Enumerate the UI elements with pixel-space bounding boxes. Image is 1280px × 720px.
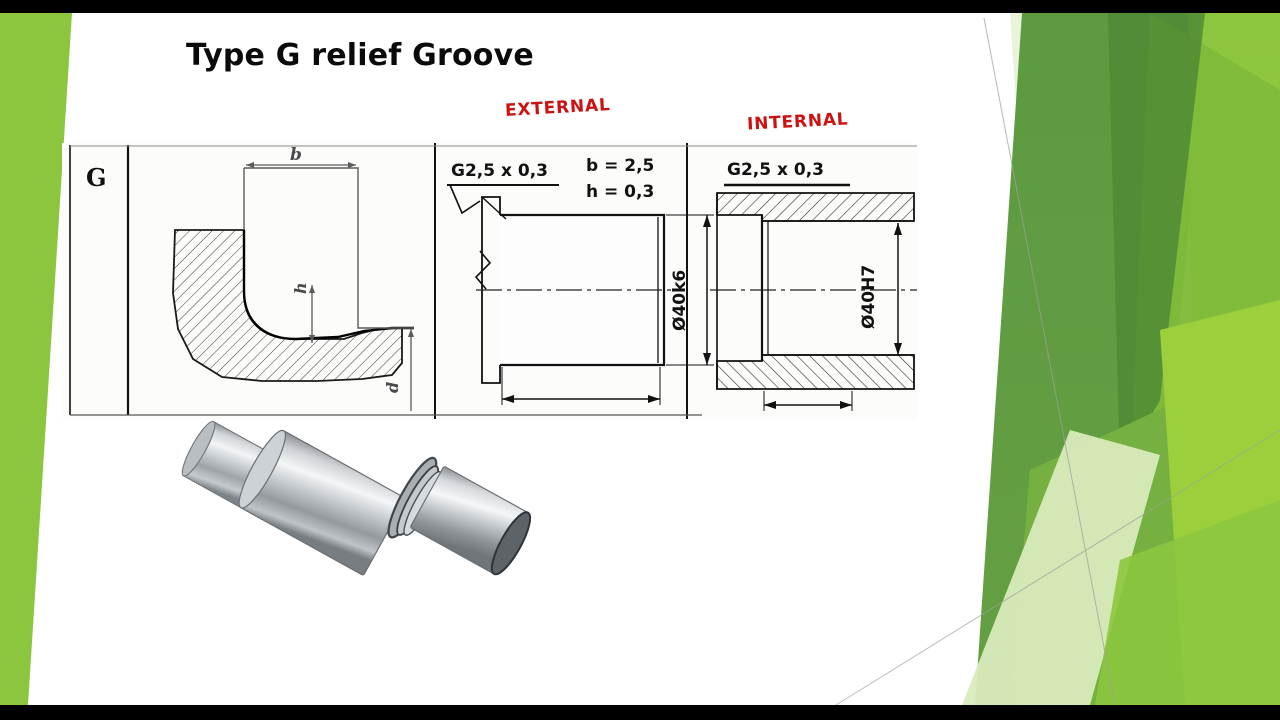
shaft-right-journal	[410, 466, 532, 576]
letterbox-bar-bottom	[0, 705, 1280, 720]
page-title: Type G relief Groove	[186, 38, 534, 73]
internal-diameter-label: Ø40H7	[859, 265, 879, 329]
external-diameter-label: Ø40k6	[670, 270, 690, 331]
label-external: EXTERNAL	[504, 95, 612, 121]
internal-wall-lower	[716, 354, 915, 390]
letterbox-bar-top	[0, 0, 1280, 13]
external-b-value: b = 2,5	[586, 156, 654, 176]
groove-profile-curve	[242, 230, 414, 341]
technical-figure: G b h	[62, 143, 917, 423]
dim-h-arrow-top	[309, 285, 315, 293]
dim-label-h: h	[291, 282, 310, 294]
internal-dia-arrow-bot	[894, 343, 902, 355]
dim-label-b: b	[290, 145, 302, 165]
dim-d-arrow-top	[408, 329, 414, 337]
external-length-arrow-r	[648, 395, 660, 403]
external-chamfer-line	[481, 196, 507, 220]
dim-h-arrow-bot	[309, 335, 315, 343]
external-break-line	[474, 250, 492, 290]
shaft-main-body	[238, 429, 406, 576]
internal-length-arrow-l	[764, 401, 776, 409]
dim-b-arrow-left	[246, 162, 254, 168]
internal-dia-arrow-top	[894, 223, 902, 235]
label-internal: INTERNAL	[746, 109, 849, 135]
external-h-value: h = 0,3	[586, 182, 654, 202]
external-dia-arrow-bot	[703, 353, 711, 365]
internal-length-arrow-r	[840, 401, 852, 409]
external-callout-leader	[449, 184, 481, 215]
external-callout-text: G2,5 x 0,3	[451, 161, 548, 181]
dim-b-arrow-right	[348, 162, 356, 168]
shaft-3d-render	[178, 415, 543, 610]
external-length-arrow-l	[502, 395, 514, 403]
dim-label-d: d	[383, 382, 402, 393]
type-letter-G: G	[86, 163, 107, 192]
external-dia-arrow-top	[703, 215, 711, 227]
part-outline-upper	[244, 167, 414, 329]
internal-callout-text: G2,5 x 0,3	[727, 160, 824, 180]
